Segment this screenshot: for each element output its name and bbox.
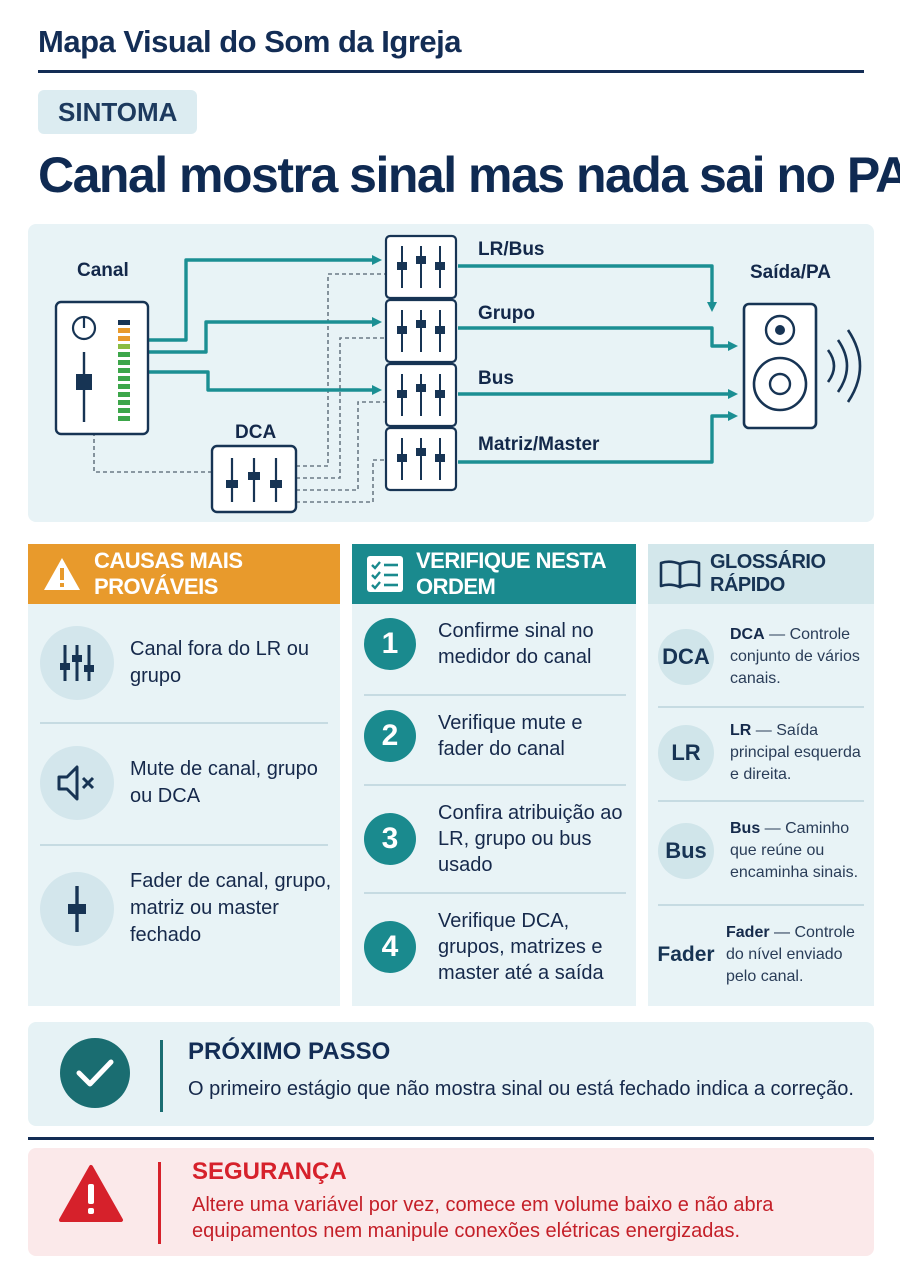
stage-box-icon bbox=[384, 362, 458, 428]
step-text: Verifique DCA, grupos, matrizes e master… bbox=[438, 910, 604, 984]
causes-title: CAUSAS MAIS PROVÁVEIS bbox=[94, 548, 243, 599]
glossary-def: — Controle conjunto de vários canais. bbox=[730, 626, 860, 687]
output-label: Saída/PA bbox=[750, 262, 831, 283]
stage-box-icon bbox=[384, 298, 458, 364]
safety-text-line-1: Altere uma variável por vez, comece em v… bbox=[192, 1194, 774, 1216]
step-item: 4 Verifique DCA, grupos, matrizes e mast… bbox=[352, 908, 636, 986]
dca-fader-icon bbox=[210, 444, 298, 514]
divider bbox=[364, 694, 626, 696]
speaker-icon bbox=[742, 302, 862, 430]
step-number-badge: 1 bbox=[364, 618, 416, 670]
dca-control-links bbox=[93, 273, 386, 503]
glossary-def: — Caminho que reúne ou encaminha sinais. bbox=[730, 820, 859, 881]
step-item: 2 Verifique mute e fader do canal bbox=[352, 710, 636, 762]
glossary-panel: DCA DCA — Controle conjunto de vários ca… bbox=[648, 604, 874, 1006]
step-item: 1 Confirme sinal no medidor do canal bbox=[352, 618, 636, 670]
divider bbox=[658, 800, 864, 802]
divider bbox=[658, 706, 864, 708]
causes-header: CAUSAS MAIS PROVÁVEIS bbox=[28, 544, 340, 604]
warning-triangle-icon bbox=[58, 1164, 124, 1229]
title-divider bbox=[38, 70, 864, 73]
glossary-header: GLOSSÁRIO RÁPIDO bbox=[648, 544, 874, 604]
step-text: Confira atribuição ao LR, grupo ou bus u… bbox=[438, 802, 623, 876]
single-fader-icon bbox=[40, 871, 114, 946]
mute-speaker-icon bbox=[40, 746, 114, 820]
cause-item: Mute de canal, grupo ou DCA bbox=[28, 746, 340, 820]
cause-text: Canal fora do LR ou grupo bbox=[130, 638, 310, 687]
safety-title: SEGURANÇA bbox=[192, 1158, 347, 1185]
glossary-term: Bus bbox=[730, 820, 761, 837]
glossary-item: LR LR — Saída principal esquerda e direi… bbox=[648, 720, 874, 786]
glossary-abbr: DCA bbox=[658, 629, 714, 685]
glossary-item: Bus Bus — Caminho que reúne ou encaminha… bbox=[648, 818, 874, 884]
glossary-item: Fader Fader — Controle do nível enviado … bbox=[648, 922, 874, 988]
glossary-term: Fader bbox=[726, 924, 770, 941]
glossary-def: — Controle do nível enviado pelo canal. bbox=[726, 924, 855, 985]
checkmark-icon bbox=[60, 1038, 130, 1108]
symptom-badge: SINTOMA bbox=[38, 90, 198, 134]
step-number-badge: 3 bbox=[364, 813, 416, 865]
stage-label-grupo: Grupo bbox=[478, 303, 535, 324]
step-text: Confirme sinal no medidor do canal bbox=[438, 620, 594, 668]
checklist-icon bbox=[366, 555, 404, 593]
step-number-badge: 4 bbox=[364, 921, 416, 973]
next-step-title: PRÓXIMO PASSO bbox=[188, 1038, 391, 1065]
next-step-panel: PRÓXIMO PASSO O primeiro estágio que não… bbox=[28, 1022, 874, 1126]
accent-bar bbox=[158, 1162, 161, 1244]
glossary-abbr: Fader bbox=[657, 943, 715, 966]
step-number-badge: 2 bbox=[364, 710, 416, 762]
glossary-item: DCA DCA — Controle conjunto de vários ca… bbox=[648, 624, 874, 690]
glossary-definition: Bus — Caminho que reúne ou encaminha sin… bbox=[730, 818, 870, 884]
safety-panel: SEGURANÇA Altere uma variável por vez, c… bbox=[28, 1148, 874, 1256]
signal-flow-diagram: Canal DCA Saída/PA LR/Bus Grupo Bus Matr… bbox=[28, 224, 874, 522]
section-divider bbox=[28, 1137, 874, 1140]
divider bbox=[364, 784, 626, 786]
stage-box-icon bbox=[384, 234, 458, 300]
cause-item: Canal fora do LR ou grupo bbox=[28, 626, 340, 700]
signal-flow-graphic bbox=[54, 234, 862, 514]
stage-label-bus: Bus bbox=[478, 368, 514, 389]
step-text: Verifique mute e fader do canal bbox=[438, 712, 583, 760]
next-step-text: O primeiro estágio que não mostra sinal … bbox=[188, 1078, 854, 1100]
glossary-term: DCA bbox=[730, 626, 765, 643]
warning-icon bbox=[42, 556, 82, 592]
glossary-definition: Fader — Controle do nível enviado pelo c… bbox=[726, 922, 866, 988]
glossary-definition: LR — Saída principal esquerda e direita. bbox=[730, 720, 870, 786]
glossary-abbr: Bus bbox=[658, 823, 714, 879]
cause-text: Fader de canal, grupo, matriz ou master … bbox=[130, 870, 332, 946]
channel-strip-icon bbox=[54, 300, 150, 436]
dca-label: DCA bbox=[235, 422, 277, 443]
steps-header: VERIFIQUE NESTA ORDEM bbox=[352, 544, 636, 604]
fader-icon bbox=[40, 626, 114, 700]
divider bbox=[658, 904, 864, 906]
glossary-def: — Saída principal esquerda e direita. bbox=[730, 722, 861, 783]
canal-label: Canal bbox=[77, 260, 129, 281]
page-headline: Canal mostra sinal mas nada sai no PA bbox=[38, 147, 900, 203]
step-item: 3 Confira atribuição ao LR, grupo ou bus… bbox=[352, 800, 636, 878]
stage-label-lr-bus: LR/Bus bbox=[478, 239, 545, 260]
steps-panel: 1 Confirme sinal no medidor do canal 2 V… bbox=[352, 604, 636, 1006]
glossary-title: GLOSSÁRIO RÁPIDO bbox=[710, 551, 826, 596]
divider bbox=[40, 844, 328, 846]
steps-title: VERIFIQUE NESTA ORDEM bbox=[416, 548, 606, 599]
stage-box-icon bbox=[384, 426, 458, 492]
glossary-abbr: LR bbox=[658, 725, 714, 781]
accent-bar bbox=[160, 1040, 163, 1112]
divider bbox=[40, 722, 328, 724]
signal-paths bbox=[148, 255, 738, 464]
causes-panel: Canal fora do LR ou grupo Mute de canal,… bbox=[28, 604, 340, 1006]
divider bbox=[364, 892, 626, 894]
cause-text: Mute de canal, grupo ou DCA bbox=[130, 758, 318, 807]
safety-text-line-2: equipamentos nem manipule conexões elétr… bbox=[192, 1220, 741, 1242]
cause-item: Fader de canal, grupo, matriz ou master … bbox=[28, 868, 340, 949]
glossary-definition: DCA — Controle conjunto de vários canais… bbox=[730, 624, 866, 690]
glossary-term: LR bbox=[730, 722, 752, 739]
app-title: Mapa Visual do Som da Igreja bbox=[38, 24, 462, 59]
book-icon bbox=[658, 558, 702, 590]
stage-label-matriz-master: Matriz/Master bbox=[478, 434, 600, 455]
